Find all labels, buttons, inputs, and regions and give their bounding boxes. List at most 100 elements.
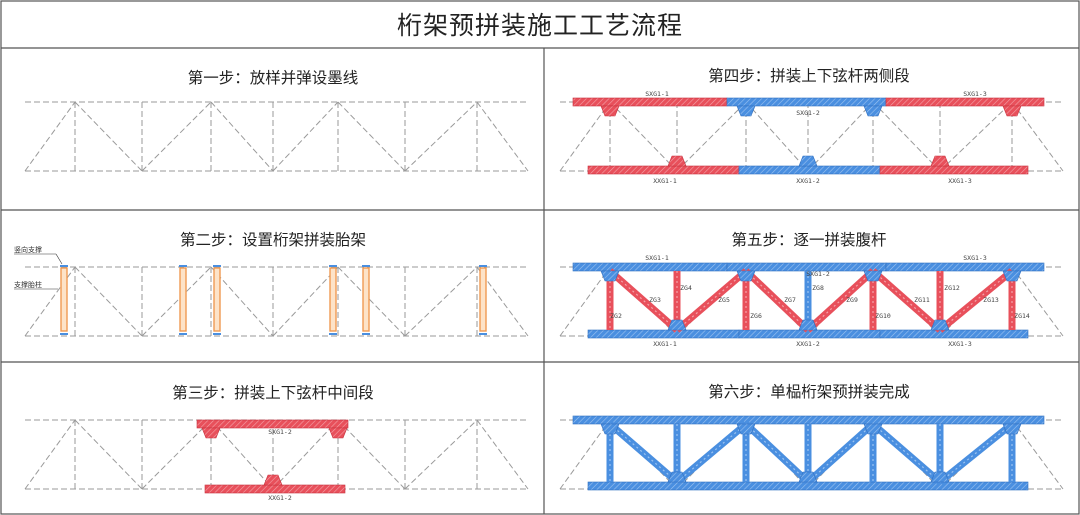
- guide-web: [559, 419, 611, 490]
- web-member: [870, 421, 943, 485]
- step-5-title: 第五步：逐一拼装腹杆: [731, 231, 887, 249]
- label-zg7: ZG7: [784, 296, 796, 304]
- leader-vertical-support: [55, 253, 63, 265]
- guide-web: [24, 419, 76, 490]
- top-chord-left: [572, 97, 728, 107]
- annotation-support-post: 支撑胎柱: [14, 280, 42, 289]
- top-chord-middle: [196, 419, 349, 429]
- top-chord-middle: [726, 97, 887, 107]
- label-zg6: ZG6: [750, 312, 762, 320]
- guide-web: [939, 101, 1013, 172]
- top-chord-left: [572, 262, 728, 272]
- label-sxg1-1: SXG1-1: [645, 254, 669, 262]
- label-zg12: ZG12: [944, 284, 960, 292]
- top-chord: [572, 415, 1045, 425]
- guide-web: [609, 101, 678, 172]
- label-zg3: ZG3: [649, 296, 661, 304]
- label-sxg1-2: SXG1-2: [796, 109, 820, 117]
- node-bottom: [667, 471, 687, 483]
- node-top: [600, 270, 620, 282]
- label-sxg1-2: SXG1-2: [268, 428, 292, 436]
- web-member-hatch: [676, 423, 747, 483]
- node-top: [736, 105, 756, 117]
- label-xxg1-2: XXG1-2: [796, 177, 820, 185]
- node-top: [600, 423, 620, 435]
- node-bottom: [263, 474, 283, 486]
- label-sxg1-2: SXG1-2: [806, 270, 830, 278]
- guide-web: [24, 266, 76, 337]
- label-xxg1-3: XXG1-3: [948, 177, 972, 185]
- step-2-title: 第二步：设置桁架拼装胎架: [179, 231, 367, 249]
- bottom-chord-left: [587, 329, 740, 339]
- support-post: [479, 267, 487, 332]
- guide-web: [807, 101, 874, 172]
- label-zg8: ZG8: [812, 284, 824, 292]
- label-zg14: ZG14: [1014, 312, 1030, 320]
- web-member: [743, 421, 811, 485]
- node-top: [1002, 423, 1022, 435]
- node-bottom: [667, 155, 687, 167]
- node-top: [600, 105, 620, 117]
- member-labels: 竖向支撑支撑胎柱SXG1-2XXG1-2SXG1-1SXG1-2SXG1-3XX…: [14, 90, 1030, 502]
- node-top: [1002, 105, 1022, 117]
- guide-web: [272, 266, 339, 337]
- guide-web: [404, 266, 478, 337]
- guide-web: [210, 101, 274, 172]
- guide-web: [210, 419, 274, 490]
- label-xxg1-2: XXG1-2: [796, 340, 820, 348]
- label-sxg1-1: SXG1-1: [645, 90, 669, 98]
- support-post: [60, 267, 68, 332]
- step-4-title: 第四步：拼装上下弦杆两侧段: [708, 67, 910, 85]
- label-xxg1-1: XXG1-1: [653, 340, 677, 348]
- step-1-title: 第一步：放样并弹设墨线: [187, 69, 359, 87]
- guide-web: [559, 101, 611, 172]
- step-3-title: 第三步：拼装上下弦杆中间段: [172, 384, 374, 402]
- web-member: [607, 268, 680, 333]
- guide-web: [1011, 266, 1064, 337]
- guide-web: [337, 101, 406, 172]
- label-zg9: ZG9: [846, 296, 858, 304]
- node-bottom: [798, 319, 818, 331]
- node-bottom: [798, 471, 818, 483]
- label-sxg1-3: SXG1-3: [963, 90, 987, 98]
- web-member-hatch: [676, 270, 747, 331]
- node-bottom: [667, 319, 687, 331]
- web-member: [607, 421, 680, 485]
- step-6-title: 第六步：单榀桁架预拼装完成: [708, 383, 910, 401]
- label-xxg1-3: XXG1-3: [948, 340, 972, 348]
- guide-web: [337, 266, 406, 337]
- guide-web: [74, 419, 143, 490]
- guide-web: [24, 101, 76, 172]
- guide-web: [404, 101, 478, 172]
- top-chord-right: [885, 97, 1045, 107]
- bottom-chord-left: [587, 165, 740, 175]
- guide-web: [74, 101, 143, 172]
- support-post: [362, 267, 370, 332]
- node-top: [863, 270, 883, 282]
- node-top: [1002, 270, 1022, 282]
- guide-web: [141, 419, 212, 490]
- node-top: [863, 105, 883, 117]
- bottom-chord-right: [879, 165, 1029, 175]
- truss-members: [14, 97, 1045, 494]
- guide-web: [1011, 101, 1064, 172]
- page-title: 桁架预拼装施工工艺流程: [396, 11, 683, 40]
- guide-web: [141, 266, 212, 337]
- label-zg5: ZG5: [718, 296, 730, 304]
- node-top: [736, 270, 756, 282]
- node-top: [863, 423, 883, 435]
- node-bottom: [798, 155, 818, 167]
- node-bottom: [930, 319, 950, 331]
- guide-web: [272, 419, 339, 490]
- guide-web: [337, 419, 406, 490]
- support-post: [179, 267, 187, 332]
- guide-web: [872, 101, 941, 172]
- label-zg11: ZG11: [914, 296, 930, 304]
- web-member-hatch: [745, 423, 809, 483]
- bottom-chord-right: [879, 329, 1029, 339]
- guide-web: [1011, 419, 1064, 490]
- node-top: [328, 427, 348, 439]
- guide-web: [210, 266, 274, 337]
